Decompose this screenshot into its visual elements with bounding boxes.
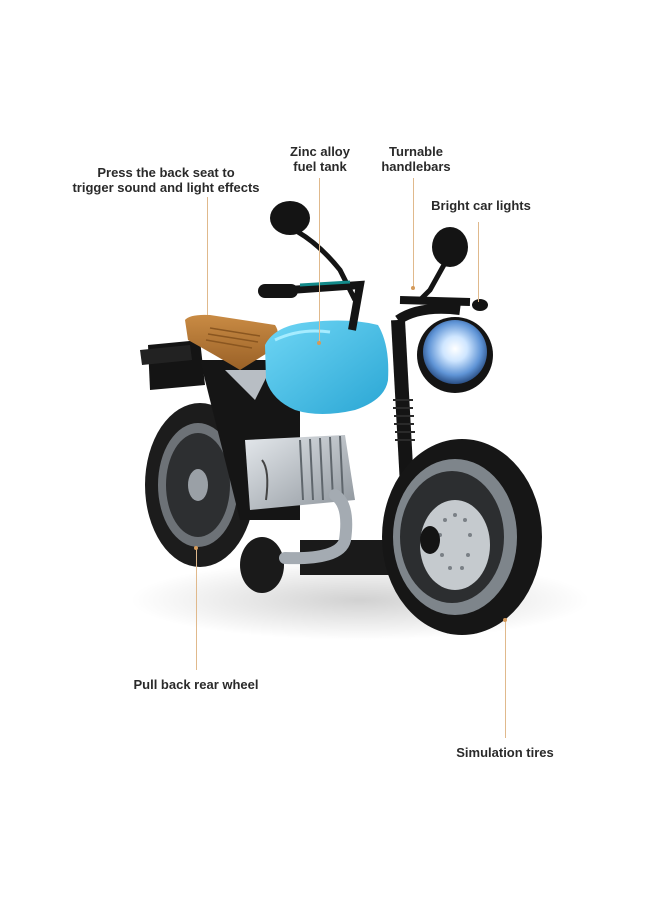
callout-tires-text: Simulation tires [456, 745, 554, 760]
right-mirror [418, 227, 468, 302]
callout-rear-wheel: Pull back rear wheel [122, 677, 270, 692]
leader-dot-rear-wheel [194, 546, 198, 550]
leader-line-rear-wheel [196, 548, 197, 670]
leader-line-tank [319, 178, 320, 343]
leader-line-handlebars [413, 178, 414, 288]
callout-seat-line1: Press the back seat to [97, 165, 235, 180]
engine [245, 435, 355, 565]
callout-seat: Press the back seat to trigger sound and… [60, 165, 272, 195]
callout-handlebars-line2: handlebars [381, 159, 451, 174]
leader-line-seat [207, 197, 208, 315]
callout-seat-line2: trigger sound and light effects [72, 180, 260, 195]
front-wheel [382, 439, 542, 635]
leader-line-lights [478, 222, 479, 302]
callout-handlebars-line1: Turnable [389, 144, 443, 159]
callout-fuel-tank: Zinc alloy fuel tank [282, 144, 358, 174]
callout-lights: Bright car lights [424, 198, 538, 213]
leader-dot-handlebars [411, 286, 415, 290]
callout-lights-text: Bright car lights [431, 198, 531, 213]
callout-tank-line2: fuel tank [293, 159, 347, 174]
fuel-tank [265, 320, 389, 414]
leader-dot-tires [503, 618, 507, 622]
leader-dot-tank [317, 341, 321, 345]
seat [185, 314, 278, 370]
left-mirror [270, 201, 358, 302]
leader-line-tires [505, 620, 506, 738]
callout-handlebars: Turnable handlebars [374, 144, 458, 174]
callout-rear-wheel-text: Pull back rear wheel [133, 677, 259, 692]
callout-tank-line1: Zinc alloy [290, 144, 350, 159]
callout-tires: Simulation tires [448, 745, 562, 760]
headlight [417, 317, 493, 393]
